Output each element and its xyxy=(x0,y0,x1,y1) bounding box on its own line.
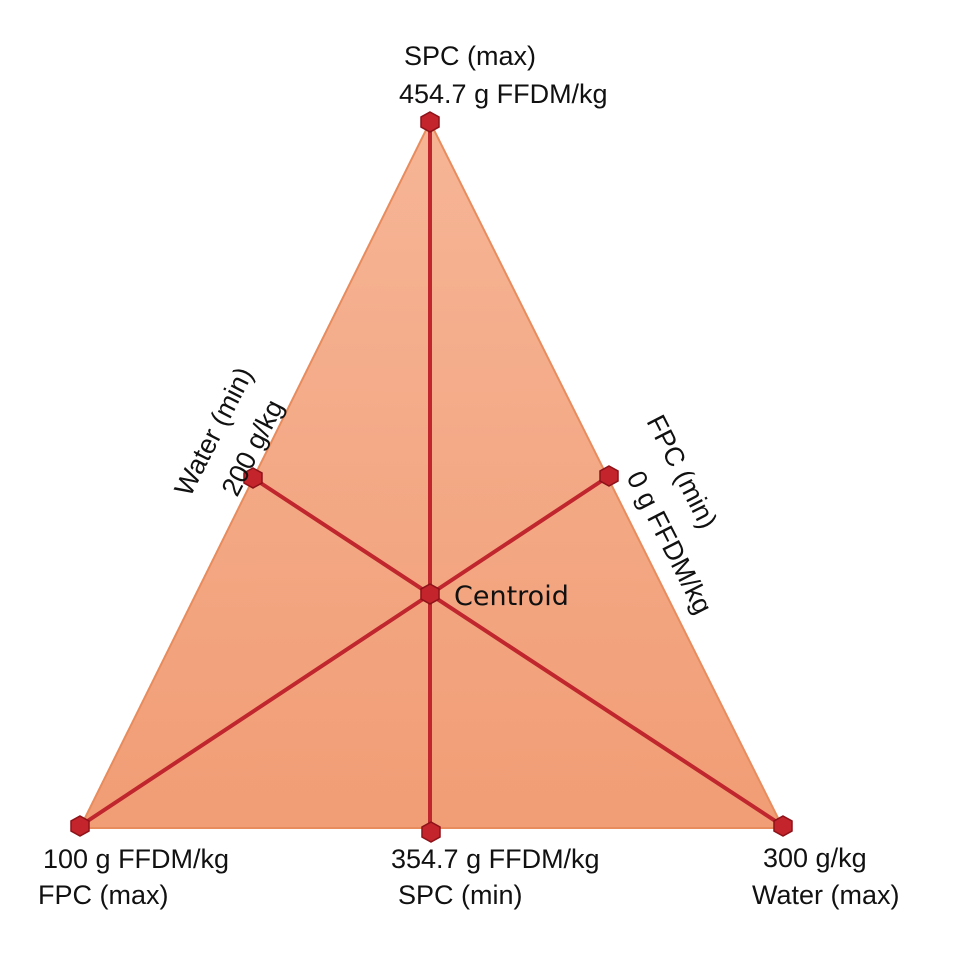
marker-fpc-max xyxy=(70,815,90,837)
marker-spc-max xyxy=(420,111,440,133)
label-spc-min-value: 354.7 g FFDM/kg xyxy=(391,844,600,874)
marker-water-min xyxy=(243,467,263,489)
median-fpc xyxy=(78,474,611,828)
marker-centroid xyxy=(420,583,440,605)
marker-water-max xyxy=(773,815,793,837)
median-water xyxy=(251,476,785,828)
median-lines xyxy=(78,120,785,832)
label-spc-min-name: SPC (min) xyxy=(398,880,523,910)
label-spc-max-name: SPC (max) xyxy=(404,41,536,71)
label-water-max-name: Water (max) xyxy=(752,880,900,910)
design-points xyxy=(70,111,793,843)
marker-fpc-min xyxy=(599,465,619,487)
label-centroid: Centroid xyxy=(454,581,569,612)
marker-spc-min xyxy=(421,821,441,843)
label-fpc-max-name: FPC (max) xyxy=(38,880,169,910)
label-fpc-max-value: 100 g FFDM/kg xyxy=(43,844,229,874)
label-water-max-value: 300 g/kg xyxy=(763,843,867,873)
label-spc-max-value: 454.7 g FFDM/kg xyxy=(399,79,608,109)
